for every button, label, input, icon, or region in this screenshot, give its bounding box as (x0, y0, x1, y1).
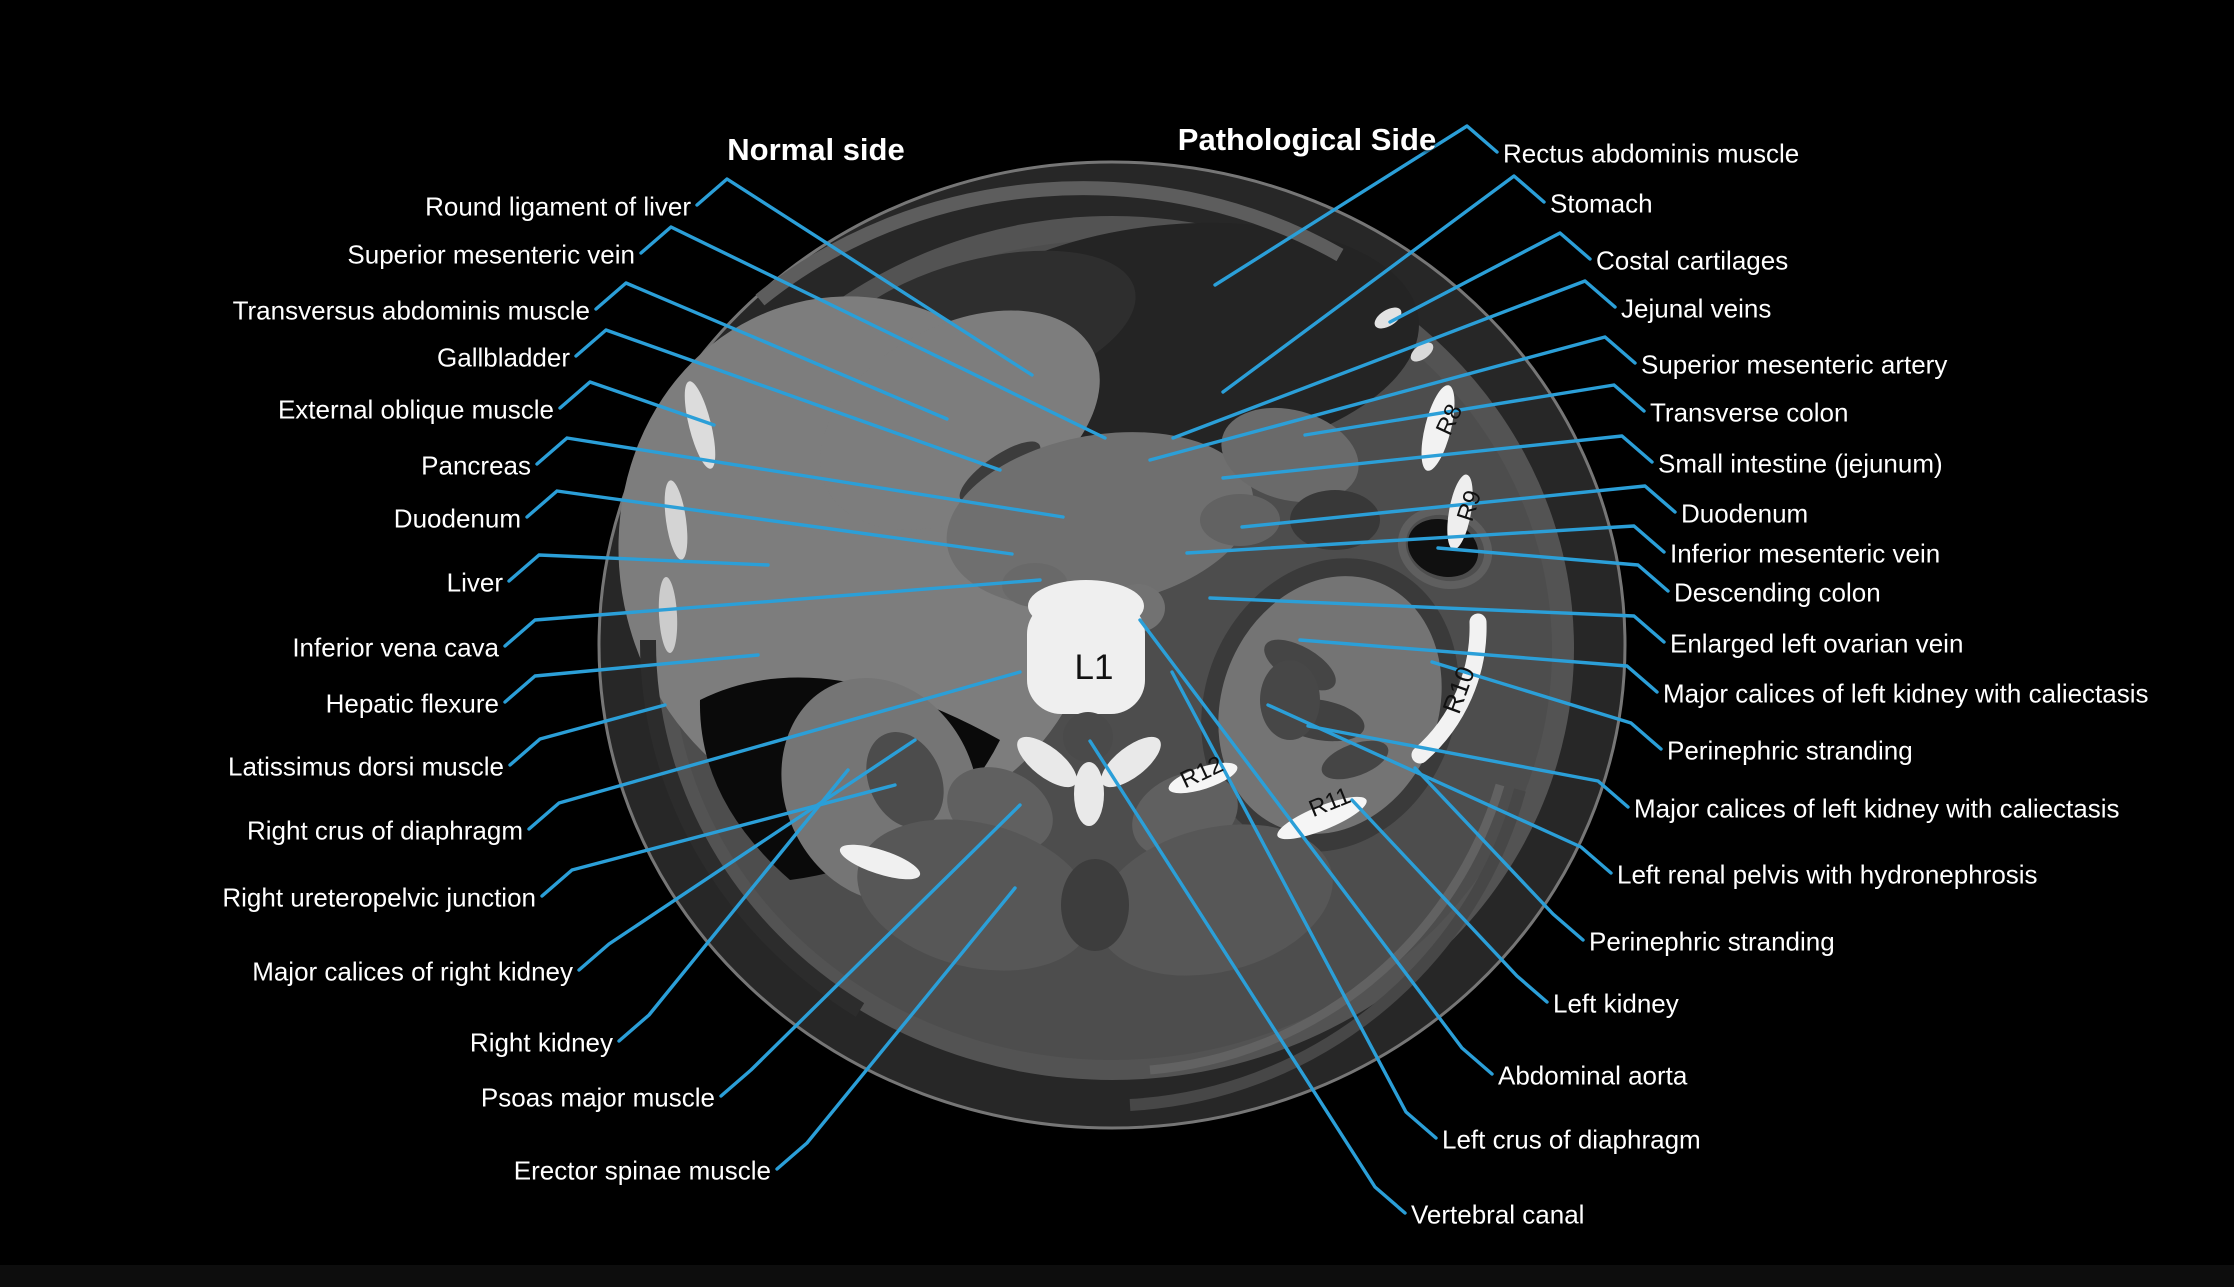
leader-line-major-calices-of-left-kidney-with-caliectasis (1298, 638, 1659, 694)
leader-line-perinephric-stranding-2 (1413, 766, 1585, 942)
leader-line-hepatic-flexure (503, 653, 760, 704)
leader-line-superior-mesenteric-vein (639, 225, 1107, 440)
leader-line-inferior-mesenteric-vein (1185, 524, 1666, 555)
leader-line-duodenum (525, 489, 1014, 556)
leader-line-inferior-vena-cava (503, 578, 1042, 648)
leader-line-external-oblique-muscle (558, 380, 716, 427)
leader-line-vertebral-canal (1088, 739, 1407, 1215)
leader-line-pancreas (535, 436, 1065, 519)
leader-line-right-kidney (617, 768, 850, 1043)
leader-line-major-calices-of-right-kidney (577, 738, 917, 972)
leader-line-erector-spinae-muscle (775, 886, 1017, 1171)
leader-line-psoas-major-muscle (719, 803, 1022, 1098)
leader-line-right-ureteropelvic-junction (540, 783, 897, 898)
leader-line-small-intestine-jejunum (1221, 434, 1654, 480)
leader-line-transverse-colon (1303, 383, 1646, 437)
leader-lines (503, 124, 1677, 1215)
leader-line-liver (507, 553, 770, 583)
leader-line-left-crus-of-diaphragm (1170, 670, 1438, 1140)
leader-line-rectus-abdominis-muscle (1213, 124, 1499, 287)
leader-line-round-ligament-of-liver (695, 177, 1034, 377)
leader-line-latissimus-dorsi-muscle (508, 703, 667, 767)
leader-line-superior-mesenteric-artery (1148, 335, 1637, 462)
leader-line-stomach (1221, 174, 1546, 394)
leader-line-perinephric-stranding (1430, 660, 1663, 751)
leader-line-descending-colon (1436, 546, 1670, 593)
leader-line-costal-cartilages (1388, 231, 1592, 324)
leader-line-jejunal-veins (1171, 279, 1617, 440)
leader-line-duodenum-2 (1240, 484, 1677, 529)
leader-line-enlarged-left-ovarian-vein (1208, 596, 1666, 644)
leader-line-left-kidney (1350, 798, 1549, 1004)
bottom-bar (0, 1265, 2234, 1287)
ct-scan-image (597, 160, 1627, 1130)
leader-line-gallbladder (574, 328, 1002, 472)
leader-line-major-calices-of-left-kidney-with-caliectasis-2 (1306, 724, 1630, 809)
leader-line-abdominal-aorta (1138, 618, 1494, 1076)
leader-line-left-renal-pelvis-with-hydronephrosis (1266, 703, 1613, 875)
leader-line-right-crus-of-diaphragm (527, 670, 1022, 831)
leader-line-transversus-abdominis-muscle (594, 281, 949, 421)
